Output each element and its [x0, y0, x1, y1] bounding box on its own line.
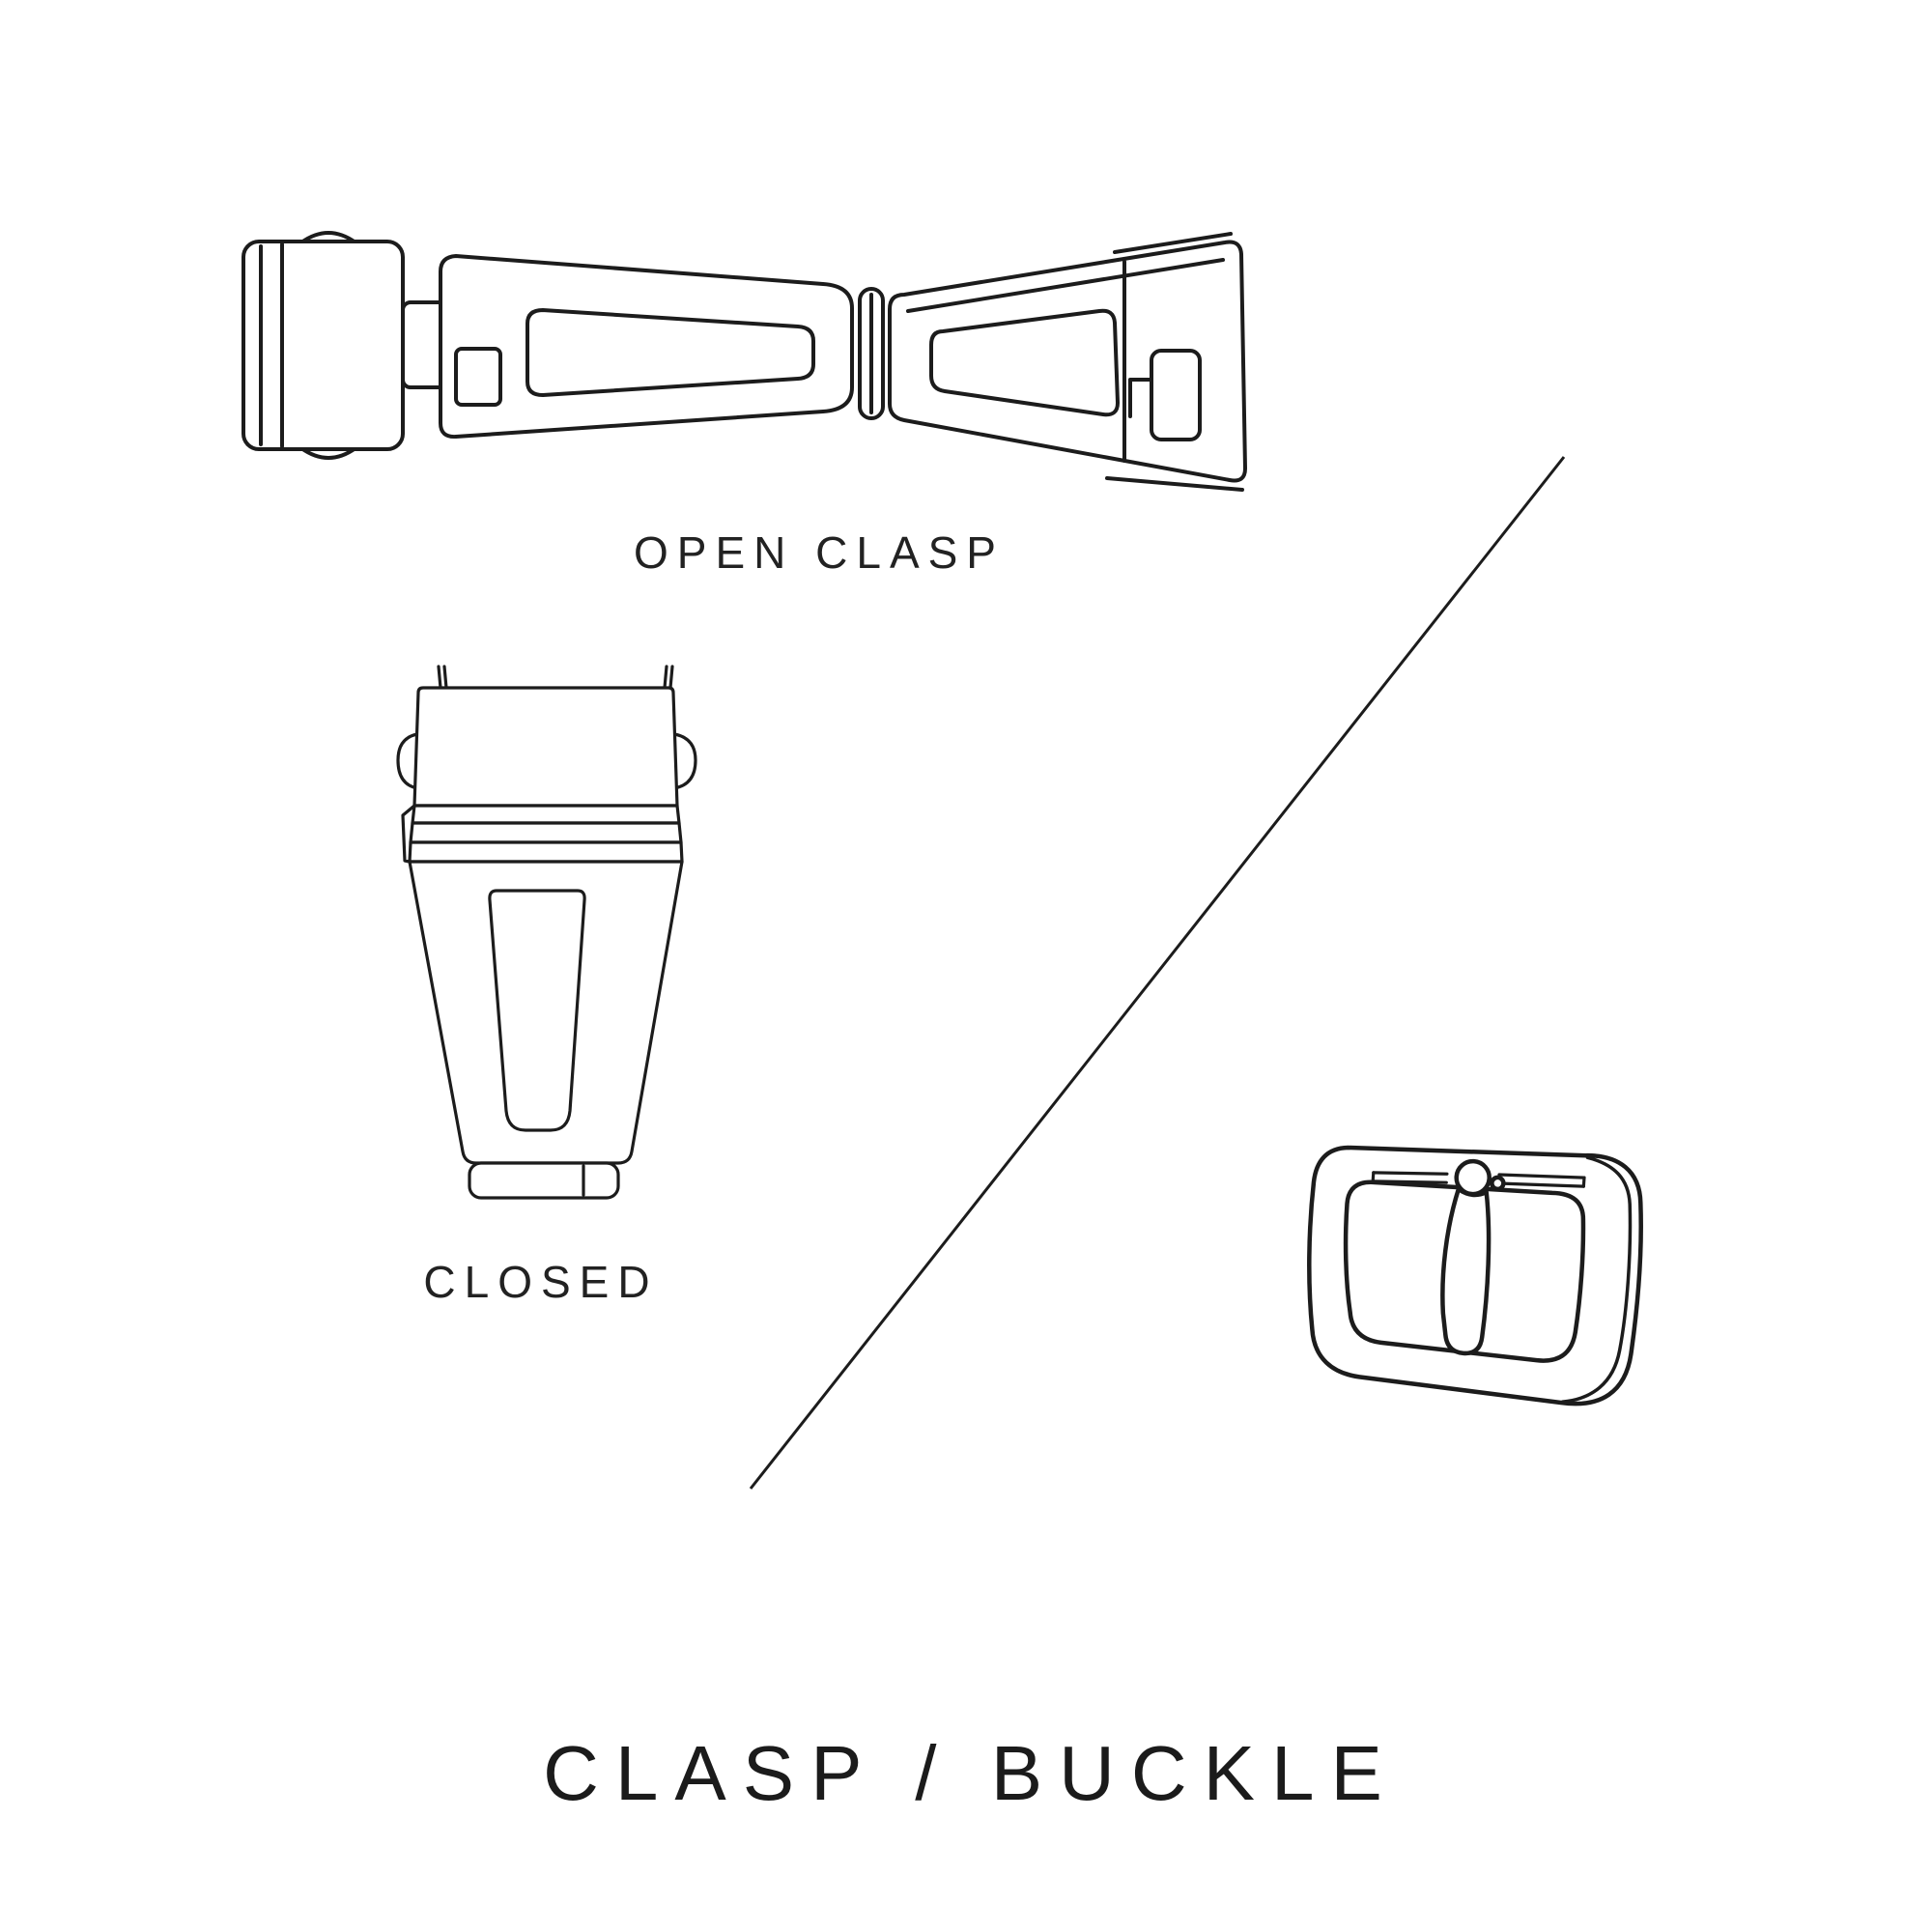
closed-clasp-icon — [396, 665, 697, 1200]
open-clasp-icon — [242, 231, 1247, 492]
buckle-icon — [1307, 1145, 1643, 1406]
closed-clasp-label: CLOSED — [423, 1257, 659, 1307]
open-clasp-illustration — [232, 188, 1314, 507]
diagram-title: CLASP / BUCKLE — [543, 1730, 1399, 1816]
open-clasp-label: OPEN CLASP — [634, 527, 1005, 578]
closed-clasp-illustration — [386, 663, 707, 1201]
buckle-illustration — [1251, 1096, 1686, 1444]
